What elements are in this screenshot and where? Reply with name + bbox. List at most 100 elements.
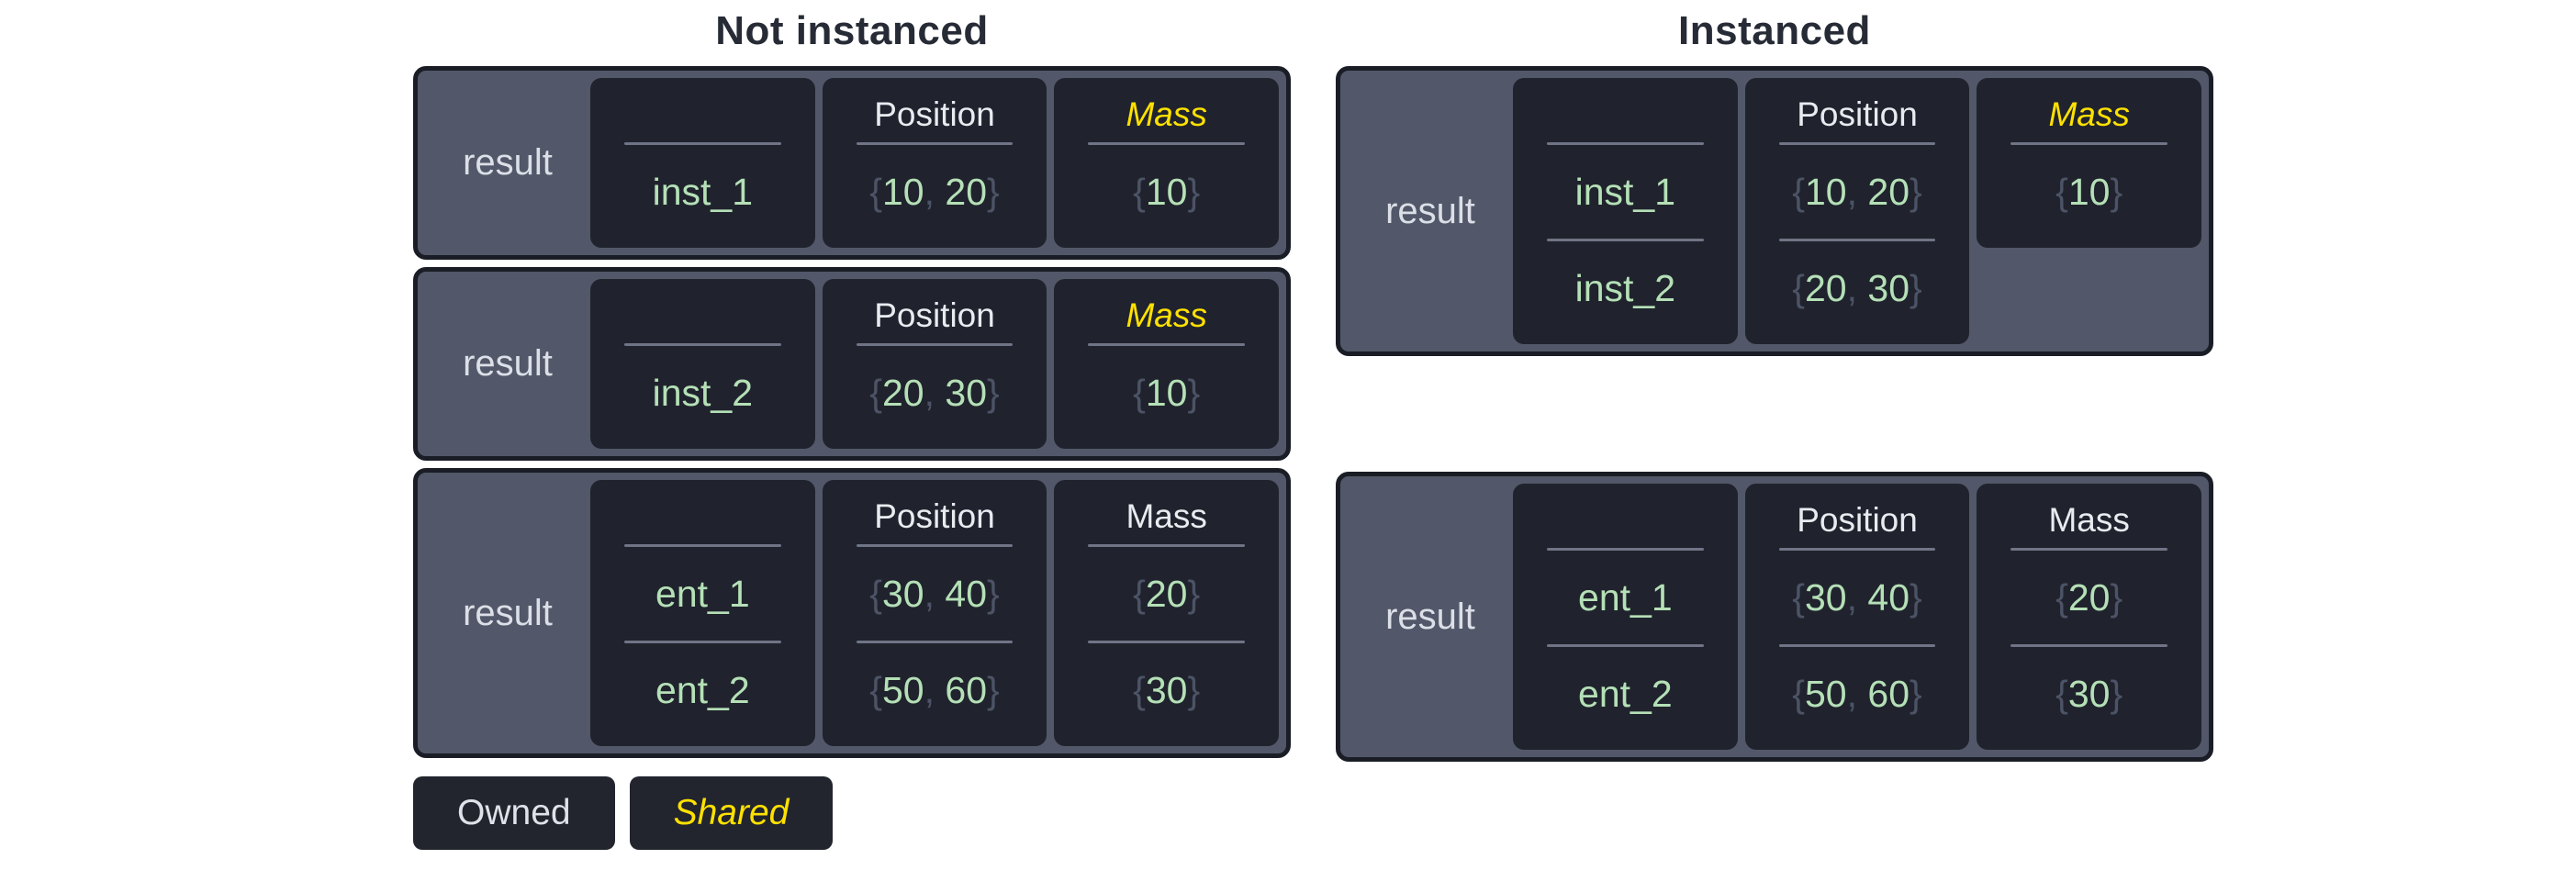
value-punctuation: { (1792, 672, 1805, 715)
value-punctuation: } (1187, 668, 1201, 711)
value-punctuation: } (1187, 371, 1201, 414)
value-row: {20, 30} (1792, 243, 1921, 333)
divider-line (1546, 142, 1704, 145)
divider-line (856, 142, 1014, 145)
result-box: result ent_1 ent_2 Position{30, 40}{50, 60}… (413, 468, 1291, 758)
value-punctuation: } (1910, 575, 1922, 619)
value-punctuation: { (1792, 266, 1805, 309)
value-row: {10, 20} (1792, 147, 1921, 237)
value-row: {20} (2055, 552, 2122, 642)
entity-name: inst_1 (1574, 170, 1676, 213)
entity-name: ent_1 (1578, 575, 1673, 619)
column-cell-position: Position{20, 30} (822, 279, 1047, 449)
value-punctuation: { (1792, 575, 1805, 619)
value-number: 10 (1145, 170, 1188, 213)
value-number: 10 (2067, 170, 2111, 213)
column-cell-position: Position{30, 40}{50, 60} (822, 480, 1047, 746)
divider-line (2010, 548, 2168, 551)
value-number: 20 (945, 170, 988, 213)
value-row: ent_1 (655, 549, 750, 639)
value-row: {10, 20} (869, 147, 999, 237)
section-title-not-instanced: Not instanced (715, 8, 989, 53)
value-number: 60 (945, 668, 988, 711)
column-cell-mass: Mass{10} (1977, 78, 2201, 248)
value-number: 50 (1805, 672, 1847, 715)
divider-line (1088, 142, 1246, 145)
result-label: result (1385, 190, 1475, 231)
value-punctuation: } (1910, 672, 1922, 715)
result-label: result (1385, 596, 1475, 637)
entity-name: inst_2 (652, 371, 754, 414)
value-number: 40 (945, 572, 988, 615)
value-row: {10} (1133, 147, 1200, 237)
column-cell-entity-names: inst_2 (590, 279, 815, 449)
value-row: {30, 40} (869, 549, 999, 639)
value-punctuation: { (2055, 170, 2068, 213)
value-row: {50, 60} (1792, 649, 1921, 739)
entity-name: ent_2 (655, 668, 750, 711)
value-number: 10 (882, 170, 924, 213)
divider-line (1546, 644, 1704, 647)
entity-name: ent_2 (1578, 672, 1673, 715)
divider-line (1778, 239, 1936, 241)
divider-line (856, 343, 1014, 346)
column-cell-mass: Mass{10} (1054, 279, 1280, 449)
value-punctuation: } (987, 668, 1000, 711)
value-punctuation: , (1846, 672, 1868, 715)
column-cell-position: Position{10, 20}{20, 30} (1744, 78, 1970, 344)
divider-line (856, 641, 1014, 643)
value-punctuation: } (1910, 170, 1922, 213)
column-cell-entity-names: inst_1 inst_2 (1513, 78, 1738, 344)
value-row: inst_2 (653, 348, 753, 438)
column-cell-entity-names: inst_1 (590, 78, 815, 248)
value-punctuation: { (869, 371, 882, 414)
value-punctuation: { (1133, 170, 1146, 213)
column-header: Position (1797, 501, 1918, 539)
value-number: 30 (1145, 668, 1188, 711)
value-punctuation: } (2110, 575, 2123, 619)
divider-line (856, 544, 1014, 547)
column-header: Position (874, 296, 995, 334)
divider-line (623, 641, 781, 643)
value-punctuation: , (924, 572, 946, 615)
value-row: {10} (1133, 348, 1200, 438)
column-cell-entity-names: ent_1 ent_2 (590, 480, 815, 746)
divider-line (623, 544, 781, 547)
section-title-instanced: Instanced (1678, 8, 1871, 53)
entity-name: ent_1 (655, 572, 750, 615)
value-punctuation: { (2055, 672, 2068, 715)
result-label: result (463, 343, 553, 384)
value-punctuation: , (1846, 266, 1868, 309)
column-cell-mass: Mass{20}{30} (1054, 480, 1280, 746)
value-number: 20 (882, 371, 924, 414)
value-punctuation: { (1133, 572, 1146, 615)
value-row: ent_1 (1578, 552, 1673, 642)
column-header: Position (874, 95, 995, 133)
divider-line (1546, 239, 1704, 241)
column-cell-position: Position {10, 20} (822, 78, 1047, 248)
divider-line (1088, 343, 1246, 346)
value-number: 20 (1867, 170, 1910, 213)
divider-line (1088, 641, 1246, 643)
value-number: 50 (882, 668, 924, 711)
value-row: ent_2 (655, 645, 750, 735)
value-row: {30} (1133, 645, 1200, 735)
column-header: Mass (1126, 497, 1207, 535)
value-punctuation: } (1187, 572, 1201, 615)
value-punctuation: , (924, 371, 946, 414)
value-punctuation: , (1846, 170, 1868, 213)
entity-name: inst_2 (1574, 266, 1676, 309)
divider-line (1778, 644, 1936, 647)
result-label: result (463, 592, 553, 633)
legend-shared-chip: Shared (629, 776, 834, 850)
